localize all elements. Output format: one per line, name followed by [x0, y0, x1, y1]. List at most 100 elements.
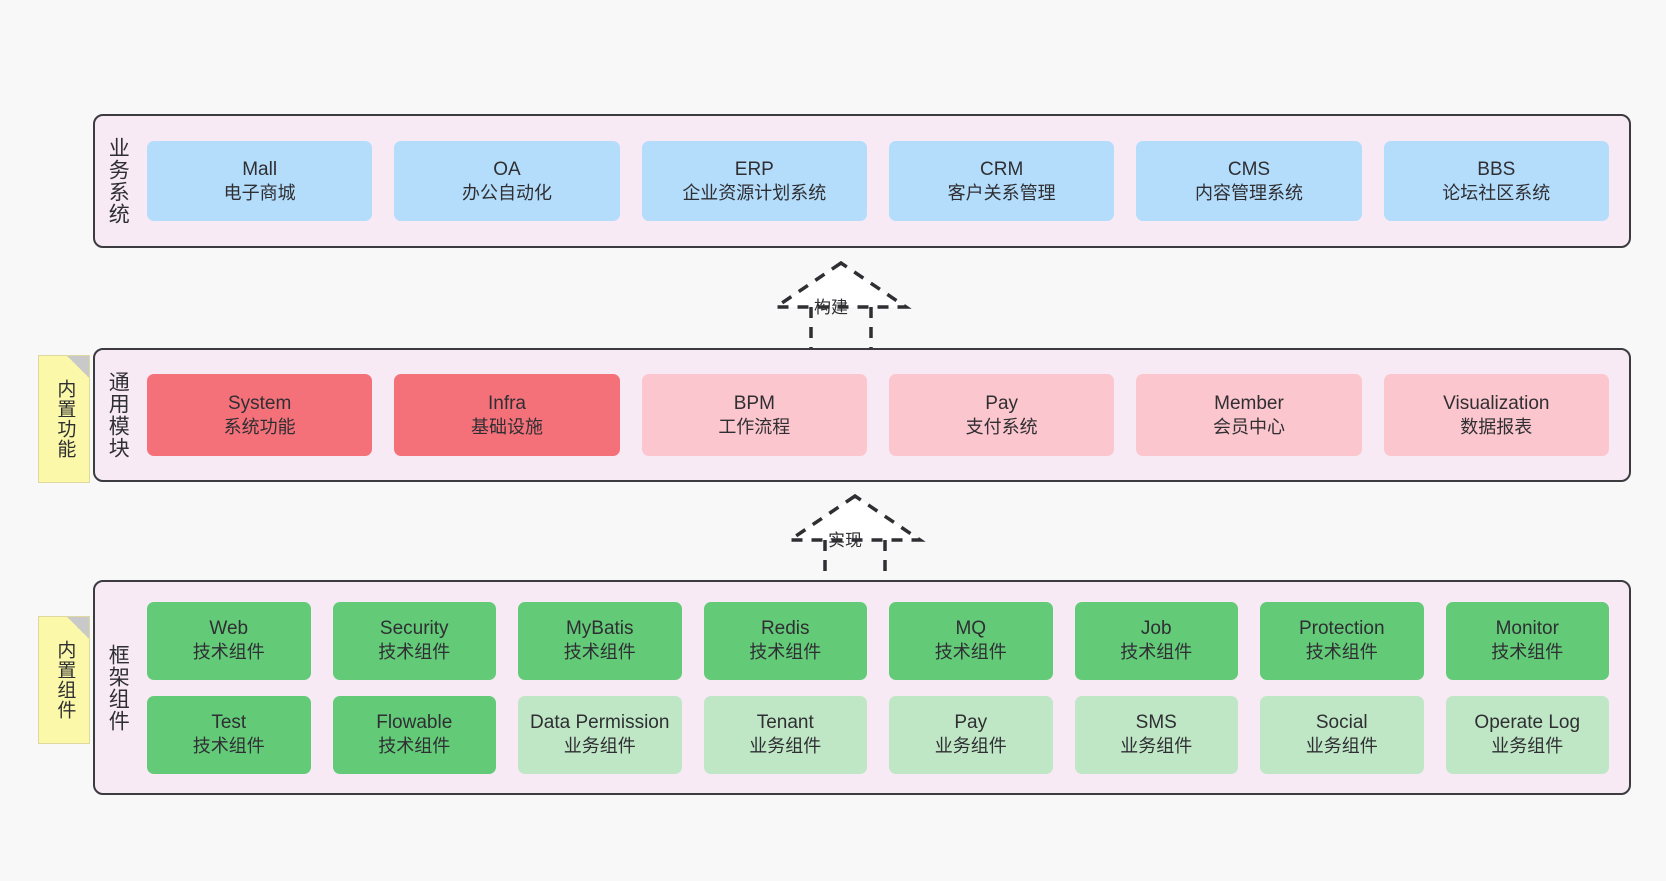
card-subtitle: 技术组件	[378, 642, 451, 663]
card-crm[interactable]: CRM 客户关系管理	[888, 141, 1115, 221]
card-title: Monitor	[1495, 618, 1559, 640]
layer-panel-business-systems: 业务系统 Mall 电子商城 OA 办公自动化 ERP 企业资源计划系统 CRM…	[93, 114, 1631, 248]
card-row: Mall 电子商城 OA 办公自动化 ERP 企业资源计划系统 CRM 客户关系…	[147, 141, 1609, 221]
card-title: Social	[1315, 712, 1368, 734]
card-subtitle: 业务组件	[1120, 736, 1193, 757]
card-subtitle: 技术组件	[192, 736, 265, 757]
card-title: Operate Log	[1474, 712, 1581, 734]
card-title: OA	[493, 158, 521, 180]
connector-build: 构建	[756, 255, 946, 355]
card-subtitle: 企业资源计划系统	[682, 182, 827, 203]
card-subtitle: 业务组件	[1491, 736, 1564, 757]
card-title: BBS	[1477, 158, 1516, 180]
card-tenant[interactable]: Tenant 业务组件	[703, 695, 867, 774]
card-title: BPM	[733, 392, 775, 414]
generalization-arrowhead	[770, 260, 912, 309]
card-subtitle: 技术组件	[192, 642, 265, 663]
card-subtitle: 办公自动化	[461, 182, 552, 203]
card-infra[interactable]: Infra 基础设施	[394, 374, 620, 456]
generalization-arrowhead	[784, 493, 926, 542]
connector-label-implement: 实现	[828, 531, 862, 550]
card-subtitle: 技术组件	[934, 642, 1007, 663]
card-subtitle: 技术组件	[563, 642, 636, 663]
card-title: Member	[1214, 392, 1284, 414]
card-subtitle: 会员中心	[1212, 416, 1285, 437]
card-subtitle: 技术组件	[749, 642, 822, 663]
card-bpm[interactable]: BPM 工作流程	[641, 374, 867, 456]
connector-label-build: 构建	[814, 298, 848, 317]
card-title: MyBatis	[565, 618, 634, 640]
card-operate-log[interactable]: Operate Log 业务组件	[1445, 695, 1609, 774]
card-title: Protection	[1298, 618, 1385, 640]
card-subtitle: 电子商城	[223, 182, 296, 203]
card-system[interactable]: System 系统功能	[147, 374, 373, 456]
card-monitor[interactable]: Monitor 技术组件	[1445, 601, 1609, 680]
card-title: Tenant	[756, 712, 814, 734]
card-member[interactable]: Member 会员中心	[1136, 374, 1362, 456]
card-title: Flowable	[376, 712, 453, 734]
sticky-note-builtin-components: 内置组件	[38, 616, 90, 744]
card-security[interactable]: Security 技术组件	[332, 601, 496, 680]
layer-body-business-systems: Mall 电子商城 OA 办公自动化 ERP 企业资源计划系统 CRM 客户关系…	[139, 116, 1629, 246]
card-title: SMS	[1135, 712, 1177, 734]
sticky-note-builtin-features: 内置功能	[38, 355, 90, 483]
layer-panel-framework-components: 框架组件 Web 技术组件 Security 技术组件 MyBatis 技术组件…	[93, 580, 1631, 795]
card-mall[interactable]: Mall 电子商城	[147, 141, 373, 221]
layer-label-framework-components: 框架组件	[106, 643, 130, 732]
card-row: System 系统功能 Infra 基础设施 BPM 工作流程 Pay 支付系统…	[147, 374, 1609, 456]
layer-label-business-systems: 业务系统	[106, 137, 130, 225]
card-title: Mall	[242, 158, 278, 180]
card-erp[interactable]: ERP 企业资源计划系统	[641, 141, 867, 221]
card-subtitle: 技术组件	[1120, 642, 1193, 663]
card-title: Pay	[954, 712, 988, 734]
card-web[interactable]: Web 技术组件	[147, 601, 311, 680]
connector-implement: 实现	[770, 488, 960, 588]
card-title: Redis	[760, 618, 810, 640]
card-subtitle: 基础设施	[470, 416, 543, 437]
card-subtitle: 支付系统	[965, 416, 1038, 437]
card-pay-component[interactable]: Pay 业务组件	[889, 695, 1053, 774]
card-visualization[interactable]: Visualization 数据报表	[1383, 374, 1609, 456]
card-subtitle: 客户关系管理	[947, 182, 1056, 203]
card-test[interactable]: Test 技术组件	[147, 695, 311, 774]
card-protection[interactable]: Protection 技术组件	[1260, 601, 1424, 680]
card-subtitle: 业务组件	[563, 736, 636, 757]
card-mq[interactable]: MQ 技术组件	[889, 601, 1053, 680]
card-subtitle: 数据报表	[1460, 416, 1533, 437]
card-row: Test 技术组件 Flowable 技术组件 Data Permission …	[147, 695, 1609, 774]
card-subtitle: 业务组件	[934, 736, 1007, 757]
card-subtitle: 业务组件	[749, 736, 822, 757]
card-title: ERP	[734, 158, 774, 180]
layer-label-common-modules: 通用模块	[106, 371, 130, 459]
card-flowable[interactable]: Flowable 技术组件	[332, 695, 496, 774]
card-title: MQ	[955, 618, 987, 640]
layer-body-framework-components: Web 技术组件 Security 技术组件 MyBatis 技术组件 Redi…	[139, 582, 1629, 793]
card-oa[interactable]: OA 办公自动化	[394, 141, 620, 221]
card-title: CMS	[1227, 158, 1271, 180]
card-redis[interactable]: Redis 技术组件	[703, 601, 867, 680]
card-bbs[interactable]: BBS 论坛社区系统	[1383, 141, 1609, 221]
card-social[interactable]: Social 业务组件	[1260, 695, 1424, 774]
card-subtitle: 技术组件	[1305, 642, 1378, 663]
card-title: Pay	[985, 392, 1019, 414]
card-job[interactable]: Job 技术组件	[1074, 601, 1238, 680]
card-title: Test	[211, 712, 247, 734]
card-data-permission[interactable]: Data Permission 业务组件	[518, 695, 682, 774]
card-mybatis[interactable]: MyBatis 技术组件	[518, 601, 682, 680]
card-row: Web 技术组件 Security 技术组件 MyBatis 技术组件 Redi…	[147, 601, 1609, 680]
card-sms[interactable]: SMS 业务组件	[1074, 695, 1238, 774]
card-title: Job	[1140, 618, 1172, 640]
card-subtitle: 技术组件	[378, 736, 451, 757]
card-pay-module[interactable]: Pay 支付系统	[888, 374, 1115, 456]
card-title: Web	[209, 618, 249, 640]
card-title: Data Permission	[530, 712, 670, 734]
layer-body-common-modules: System 系统功能 Infra 基础设施 BPM 工作流程 Pay 支付系统…	[139, 350, 1629, 480]
card-subtitle: 系统功能	[223, 416, 296, 437]
card-subtitle: 工作流程	[718, 416, 791, 437]
card-cms[interactable]: CMS 内容管理系统	[1136, 141, 1362, 221]
card-title: Security	[379, 618, 449, 640]
card-subtitle: 技术组件	[1491, 642, 1564, 663]
card-subtitle: 论坛社区系统	[1442, 182, 1551, 203]
card-title: CRM	[980, 158, 1024, 180]
